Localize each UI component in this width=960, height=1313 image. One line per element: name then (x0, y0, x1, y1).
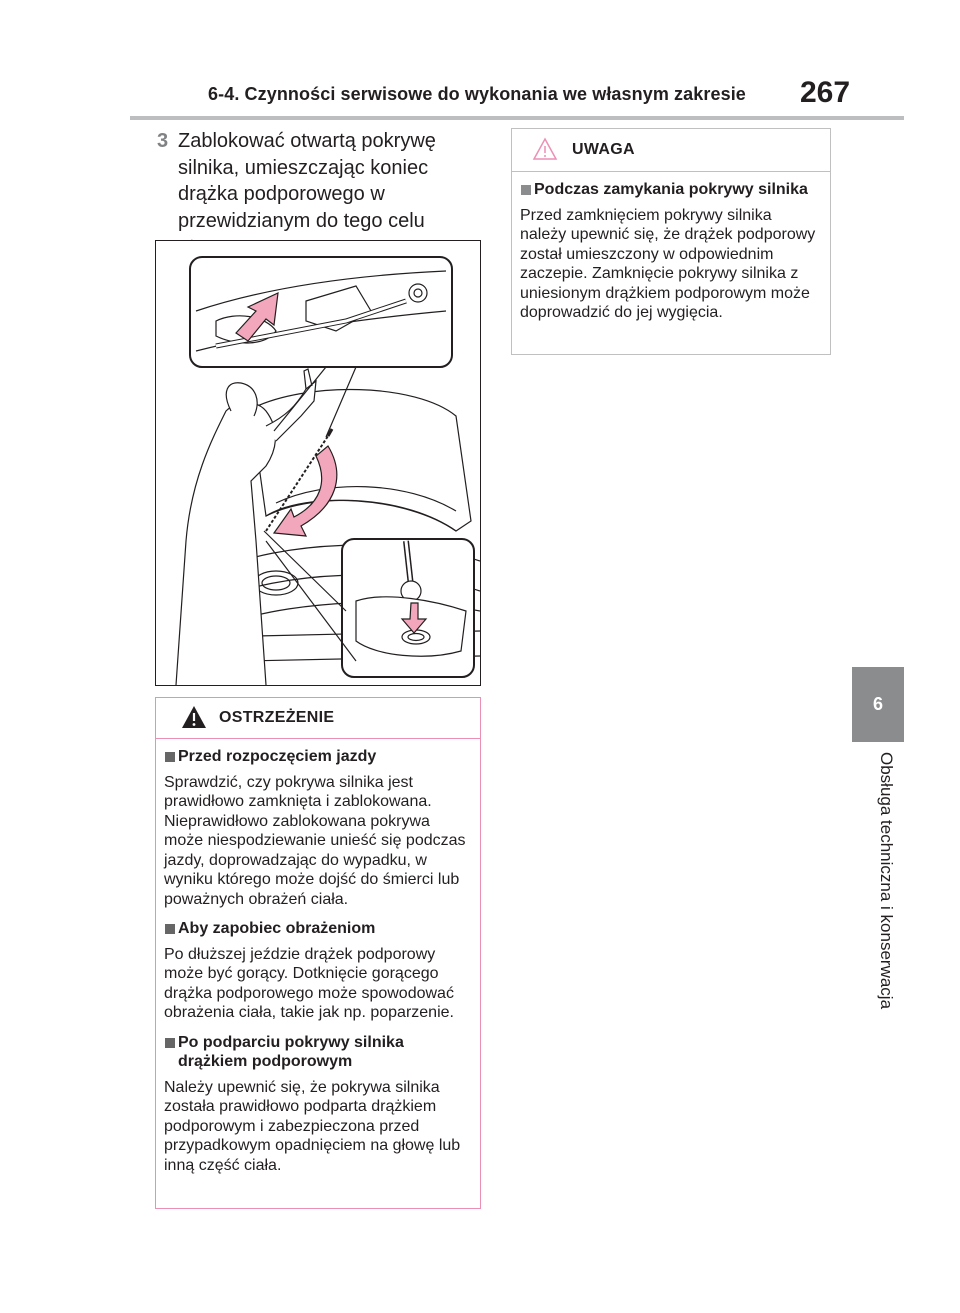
person-figure (175, 402, 276, 685)
caution-heading: Podczas zamykania pokrywy silnika (520, 180, 822, 200)
direction-arrow-large (272, 445, 338, 537)
warning-section-heading: Przed rozpoczęciem jazdy (164, 747, 472, 767)
page-header-title: 6-4. Czynności serwisowe do wykonania we… (208, 84, 746, 104)
chapter-tab[interactable]: 6 (852, 667, 904, 742)
warning-triangle-icon (532, 137, 558, 166)
prop-rod (265, 435, 329, 532)
step-number: 3 (157, 130, 169, 152)
warning-label: OSTRZEŻENIE (219, 709, 335, 726)
hood-outline (250, 388, 472, 532)
down-arrow-bottom-inset (400, 602, 428, 634)
warning-box: OSTRZEŻENIE Przed rozpoczęciem jazdy Spr… (155, 697, 481, 1209)
warning-section-heading: Aby zapobiec obrażeniom (164, 919, 472, 939)
instruction-step: 3 Zablokować otwartą pokrywę silnika, um… (157, 128, 487, 261)
caution-box-header: UWAGA (512, 129, 830, 172)
caution-text: Przed zamknięciem pokrywy silnika należy… (520, 206, 816, 322)
warning-section-text: Po dłuższej jeździe drążek podporowy moż… (164, 945, 454, 1022)
warning-triangle-icon (180, 704, 208, 735)
warning-body: Przed rozpoczęciem jazdy Sprawdzić, czy … (156, 739, 480, 1175)
hood-support-illustration (155, 240, 481, 686)
step-text: Zablokować otwartą pokrywę silnika, umie… (178, 130, 436, 258)
caution-label: UWAGA (572, 141, 635, 158)
warning-box-header: OSTRZEŻENIE (156, 698, 480, 739)
caution-box: UWAGA Podczas zamykania pokrywy silnika … (511, 128, 831, 355)
warning-section-text: Należy upewnić się, że pokrywa silnika z… (164, 1078, 461, 1174)
page-number: 267 (800, 76, 851, 109)
caution-body: Podczas zamykania pokrywy silnika Przed … (512, 172, 830, 323)
warning-section-heading: Po podparciu pokrywy silnika drążkiem po… (164, 1033, 472, 1072)
warning-section-text: Sprawdzić, czy pokrywa silnika jest praw… (164, 773, 466, 908)
header-divider (130, 116, 904, 120)
inset-top (189, 256, 453, 368)
up-arrow-top-inset (235, 291, 279, 342)
chapter-label: Obsługa techniczna i konserwacja (877, 752, 896, 1010)
